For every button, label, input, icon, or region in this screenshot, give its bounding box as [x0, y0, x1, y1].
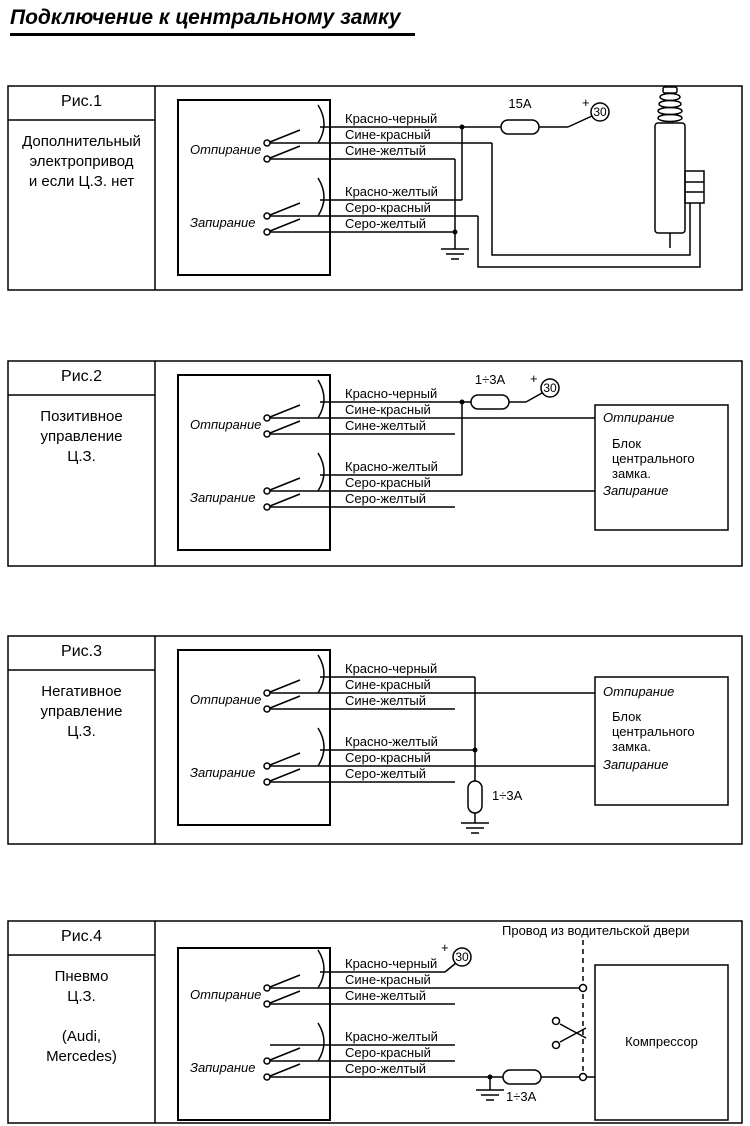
fuse-label: 1÷3А	[506, 1089, 537, 1104]
lock-label: Запирание	[190, 1060, 256, 1075]
figure-1-diagram	[7, 85, 743, 291]
page-title: Подключение к центральному замку	[10, 6, 415, 36]
wire-label: Красно-желтый	[345, 184, 438, 199]
wire-label: Красно-черный	[345, 661, 438, 676]
wire-label: Красно-желтый	[345, 1029, 438, 1044]
fuse-label: 1÷3А	[474, 372, 506, 387]
plus-sign: +	[441, 940, 449, 955]
wire-label: Сине-желтый	[345, 693, 427, 708]
wire-label: Красно-желтый	[345, 459, 438, 474]
figure-description: Дополнительный электропривод и если Ц.З.…	[22, 133, 141, 190]
figure-1: Рис.1 Дополнительный электропривод и есл…	[0, 85, 750, 295]
wire-label: Серо-красный	[345, 750, 431, 765]
wire-label: Сине-желтый	[345, 143, 427, 158]
wire-label: Серо-красный	[345, 475, 431, 490]
plus-sign: +	[530, 371, 538, 386]
wire-label: Сине-красный	[345, 127, 431, 142]
wire-label: Серо-желтый	[345, 766, 427, 781]
wire-label: Серо-красный	[345, 1045, 431, 1060]
figure-3: Рис.3 Негативное управление Ц.З. Отпиран…	[0, 635, 750, 850]
figure-2-diagram	[7, 360, 743, 567]
terminal-30-label: 30	[455, 950, 469, 964]
wire-label: Сине-желтый	[345, 988, 427, 1003]
unlock-label: Отпирание	[190, 987, 262, 1002]
figure-2: Рис.2 Позитивное управление Ц.З. Отпиран…	[0, 360, 750, 572]
fuse-label: 15А	[508, 96, 532, 111]
wire-label: Сине-желтый	[345, 418, 427, 433]
wire-label: Серо-желтый	[345, 491, 427, 506]
unlock-label: Отпирание	[190, 417, 262, 432]
wire-label: Красно-черный	[345, 111, 438, 126]
figure-3-diagram	[7, 635, 743, 845]
central-lock-unit-label: Блок центрального замка.	[612, 709, 695, 754]
lock-label: Запирание	[190, 765, 256, 780]
block-lock-label: Запирание	[603, 483, 669, 498]
block-unlock-label: Отпирание	[603, 410, 675, 425]
block-lock-label: Запирание	[603, 757, 669, 772]
wire-label: Красно-черный	[345, 956, 438, 971]
terminal-30-label: 30	[593, 105, 607, 119]
figure-description: Пневмо Ц.З. (Audi, Mercedes)	[46, 968, 117, 1065]
block-unlock-label: Отпирание	[603, 684, 675, 699]
unlock-label: Отпирание	[190, 142, 262, 157]
unlock-label: Отпирание	[190, 692, 262, 707]
lock-label: Запирание	[190, 215, 256, 230]
wire-label: Сине-красный	[345, 677, 431, 692]
terminal-30-label: 30	[543, 381, 557, 395]
figure-label: Рис.2	[61, 368, 102, 385]
plus-sign: +	[582, 95, 590, 110]
wire-label: Сине-красный	[345, 972, 431, 987]
central-lock-unit-label: Блок центрального замка.	[612, 436, 695, 481]
figure-4: Рис.4 Пневмо Ц.З. (Audi, Mercedes) Отпир…	[0, 920, 750, 1125]
wire-label: Серо-красный	[345, 200, 431, 215]
compressor-label: Компрессор	[625, 1034, 698, 1049]
lock-label: Запирание	[190, 490, 256, 505]
figure-label: Рис.1	[61, 93, 102, 110]
figure-description: Негативное управление Ц.З.	[40, 683, 123, 740]
wire-label: Серо-желтый	[345, 216, 427, 231]
wire-label: Красно-черный	[345, 386, 438, 401]
fuse-label: 1÷3А	[492, 788, 523, 803]
figure-label: Рис.3	[61, 643, 102, 660]
wire-label: Красно-желтый	[345, 734, 438, 749]
figure-description: Позитивное управление Ц.З.	[40, 408, 123, 465]
figure-4-diagram	[7, 920, 743, 1124]
figure-label: Рис.4	[61, 928, 102, 945]
door-wire-label: Провод из водительской двери	[502, 923, 690, 938]
wire-label: Серо-желтый	[345, 1061, 427, 1076]
wire-label: Сине-красный	[345, 402, 431, 417]
